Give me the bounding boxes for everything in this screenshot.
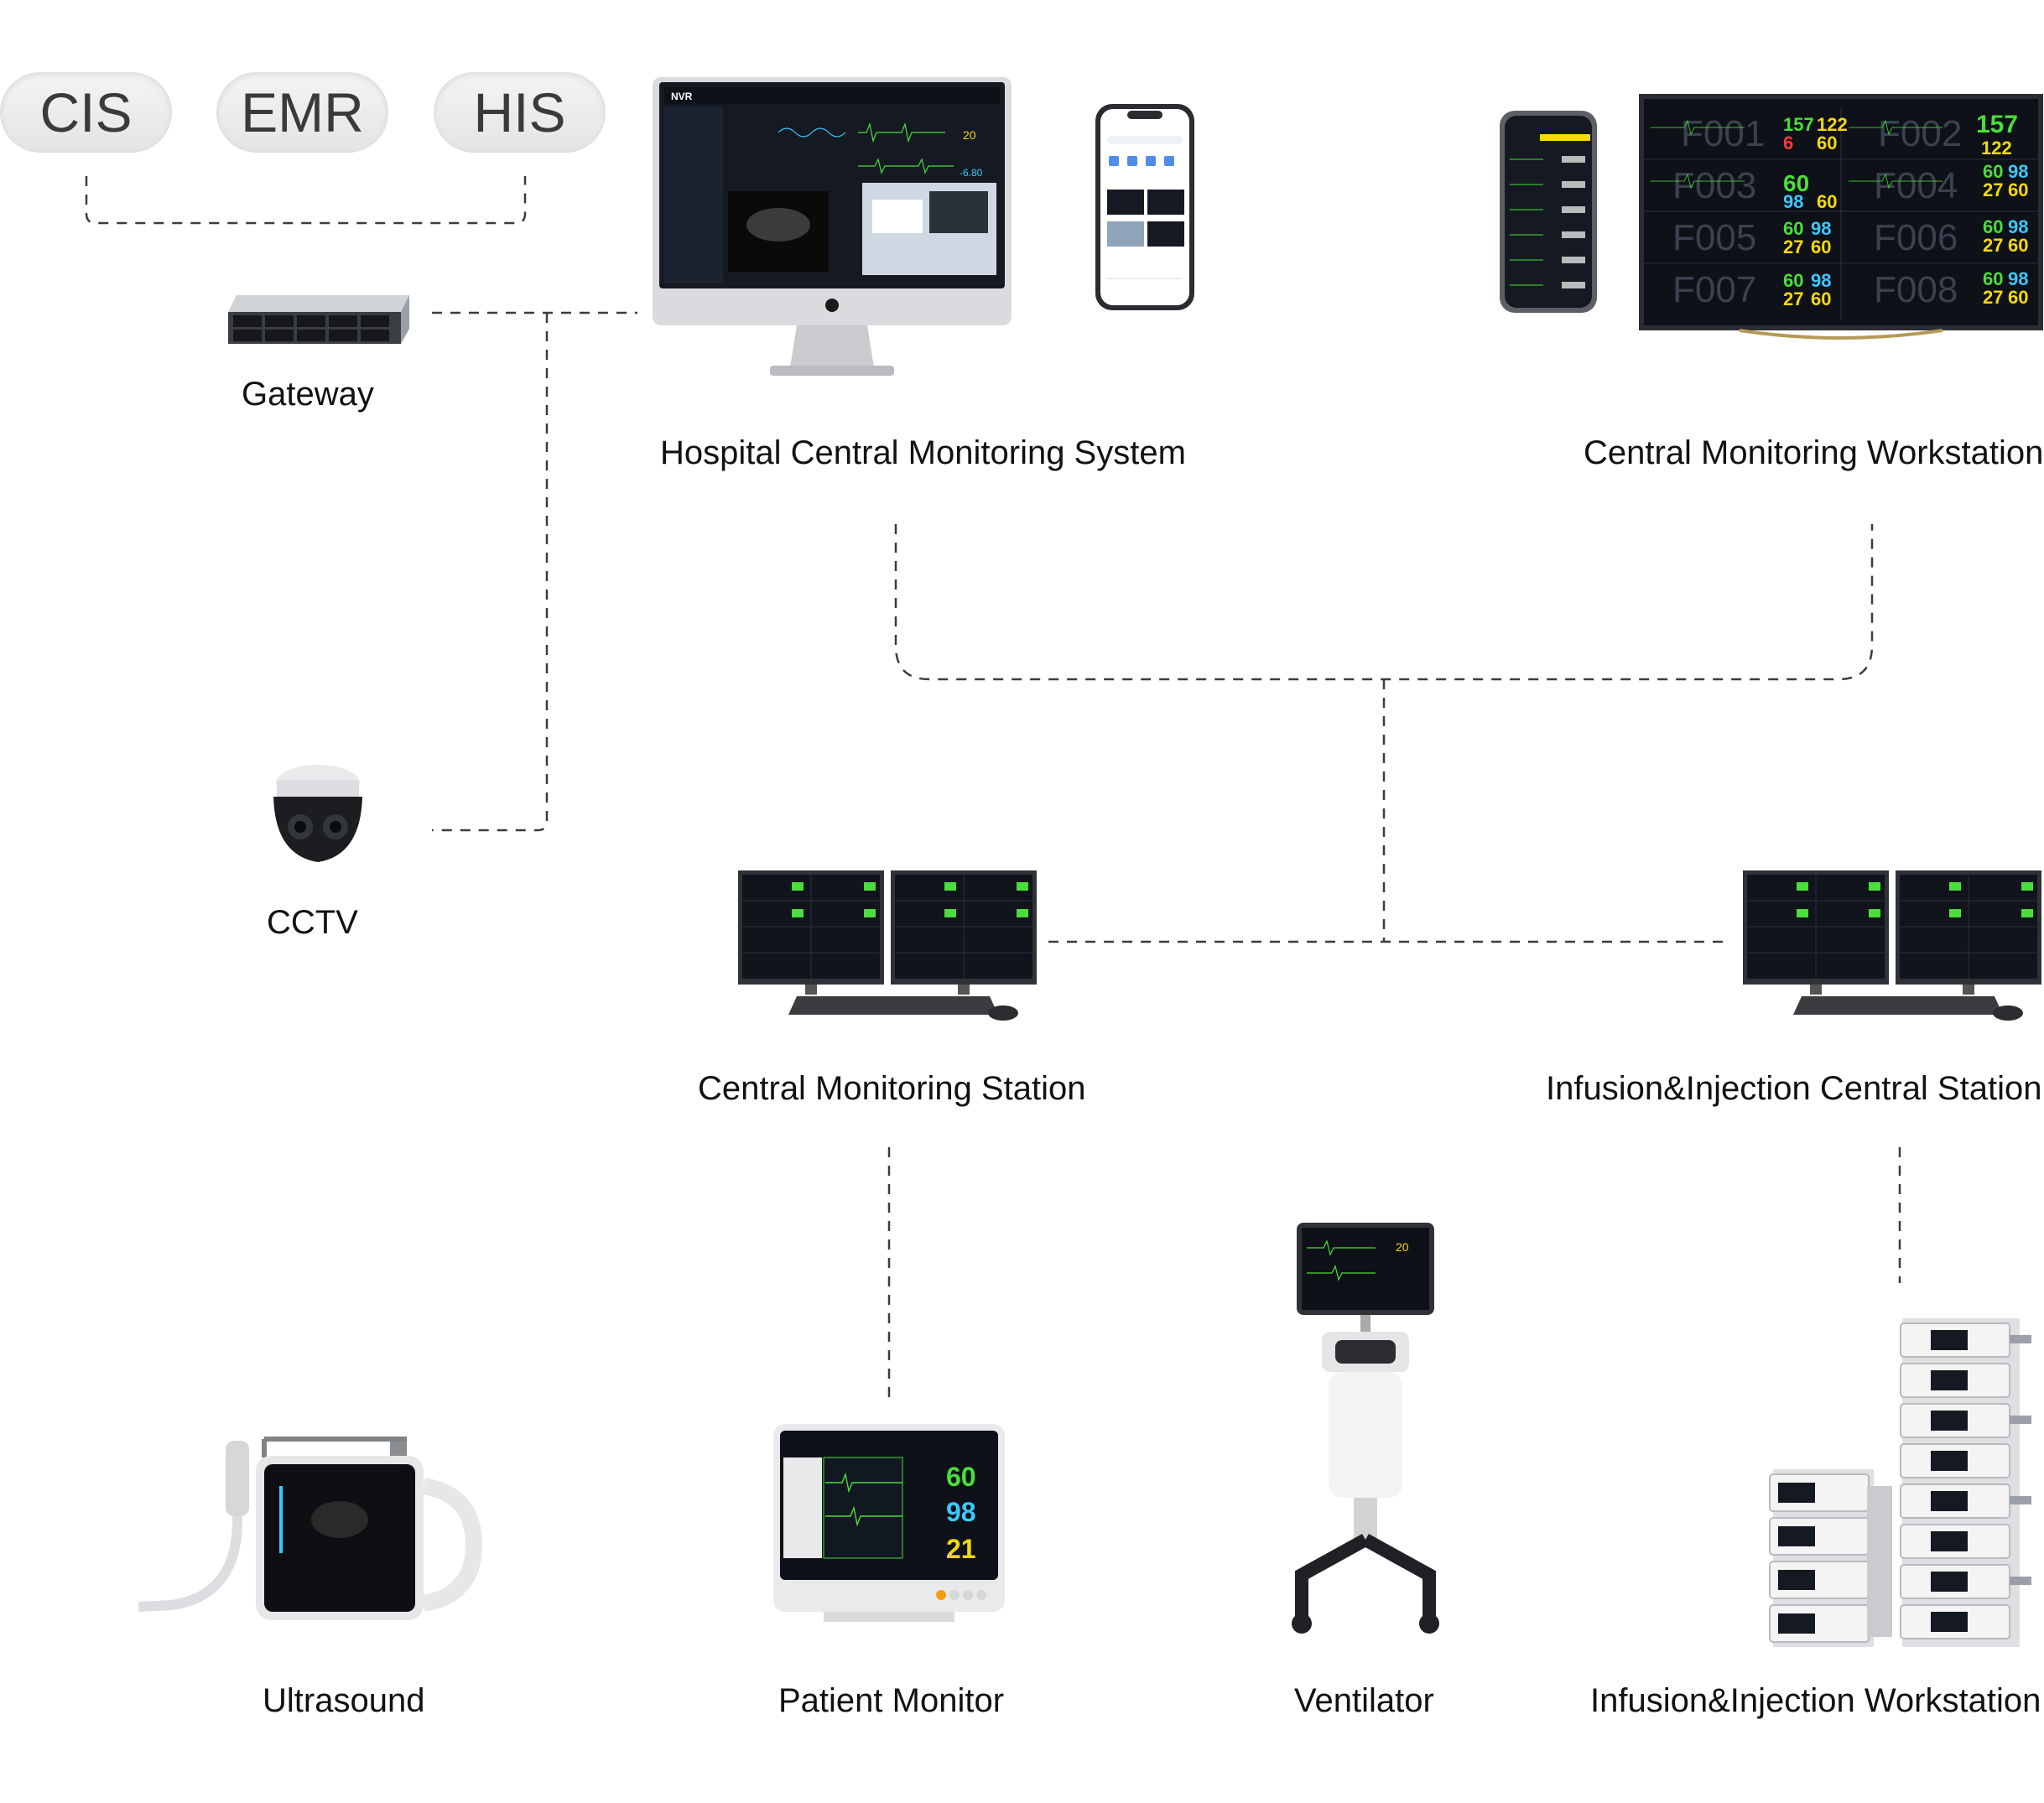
monitoring-phone-icon	[1500, 111, 1597, 313]
cis-pill: CIS	[0, 72, 172, 153]
infusion-central-station-label: Infusion&Injection Central Station	[1546, 1070, 2042, 1107]
his-label: HIS	[473, 81, 566, 143]
hospital-central-label: Hospital Central Monitoring System	[660, 434, 1186, 471]
his-pill: HIS	[434, 72, 606, 153]
bed-f003: F003	[1672, 165, 1756, 206]
svg-text:60: 60	[2008, 287, 2028, 308]
svg-text:98: 98	[2008, 161, 2028, 182]
svg-text:60: 60	[1817, 132, 1837, 153]
ultrasound-device-icon	[138, 1437, 483, 1620]
cctv-camera-icon	[273, 765, 362, 862]
svg-text:60: 60	[2008, 179, 2028, 200]
svg-text:122: 122	[1817, 114, 1848, 135]
ultrasound-label: Ultrasound	[263, 1682, 425, 1719]
link-top-systems	[894, 524, 1874, 681]
monitor-resp-value: 21	[946, 1534, 976, 1564]
link-cis-his	[85, 176, 527, 225]
central-station-icon	[738, 870, 1037, 1021]
patient-monitor-icon: 60 98 21	[773, 1424, 1005, 1622]
bed-f006: F006	[1874, 217, 1958, 258]
svg-text:27: 27	[1783, 288, 1803, 309]
svg-text:122: 122	[1981, 138, 2012, 158]
svg-text:60: 60	[2008, 235, 2028, 256]
link-cctv-trunk	[432, 313, 549, 832]
svg-text:-6.80: -6.80	[960, 167, 983, 179]
emr-label: EMR	[241, 81, 364, 143]
svg-text:60: 60	[1811, 236, 1831, 257]
svg-text:60: 60	[1811, 288, 1831, 309]
bed-f005: F005	[1672, 217, 1756, 258]
svg-text:60: 60	[1783, 170, 1809, 196]
bed-f001: F001	[1681, 113, 1765, 154]
svg-text:27: 27	[1983, 235, 2003, 256]
emr-pill: EMR	[216, 72, 388, 153]
svg-text:27: 27	[1783, 236, 1803, 257]
central-station-label: Central Monitoring Station	[698, 1070, 1086, 1107]
gateway-server-icon	[228, 295, 409, 344]
infusion-pumps-icon	[1769, 1318, 2031, 1647]
svg-text:27: 27	[1983, 179, 2003, 200]
svg-text:157: 157	[1783, 114, 1814, 135]
svg-text:98: 98	[1783, 191, 1803, 212]
bed-f007: F007	[1672, 269, 1756, 310]
ventilator-icon: 20	[1292, 1223, 1439, 1634]
svg-text:98: 98	[2008, 268, 2028, 289]
smartphone-app-icon	[1095, 104, 1194, 310]
svg-text:60: 60	[1983, 161, 2003, 182]
cctv-label: CCTV	[267, 904, 358, 941]
monitor-spo2-value: 98	[946, 1497, 976, 1527]
svg-text:60: 60	[1983, 216, 2003, 237]
central-workstation-label: Central Monitoring Workstation	[1584, 434, 2044, 471]
svg-text:157: 157	[1976, 111, 2018, 138]
svg-text:20: 20	[1396, 1240, 1409, 1254]
nvr-logo-text: NVR	[671, 91, 693, 102]
svg-text:98: 98	[1811, 218, 1831, 239]
infusion-central-station-icon	[1743, 870, 2041, 1021]
bed-f002: F002	[1878, 113, 1962, 154]
svg-text:98: 98	[1811, 270, 1831, 291]
svg-text:6: 6	[1783, 132, 1793, 153]
central-workstation-display-icon: F001 F002 F003 F004 F005 F006 F007 F008 …	[1639, 94, 2043, 340]
svg-text:60: 60	[1783, 270, 1803, 291]
svg-text:27: 27	[1983, 287, 2003, 308]
gateway-label: Gateway	[242, 376, 374, 413]
svg-text:98: 98	[2008, 216, 2028, 237]
patient-monitor-label: Patient Monitor	[778, 1682, 1005, 1719]
svg-text:60: 60	[1983, 268, 2003, 289]
svg-text:60: 60	[1783, 218, 1803, 239]
svg-text:20: 20	[963, 128, 976, 142]
cis-label: CIS	[39, 81, 133, 143]
ventilator-label: Ventilator	[1294, 1682, 1434, 1719]
imac-computer-icon: NVR 20 -6.80	[653, 77, 1012, 376]
svg-text:60: 60	[1817, 191, 1837, 212]
bed-f008: F008	[1874, 269, 1958, 310]
monitor-hr-value: 60	[946, 1462, 976, 1492]
bed-f004: F004	[1874, 165, 1958, 206]
infusion-workstation-label: Infusion&Injection Workstation	[1590, 1682, 2041, 1719]
